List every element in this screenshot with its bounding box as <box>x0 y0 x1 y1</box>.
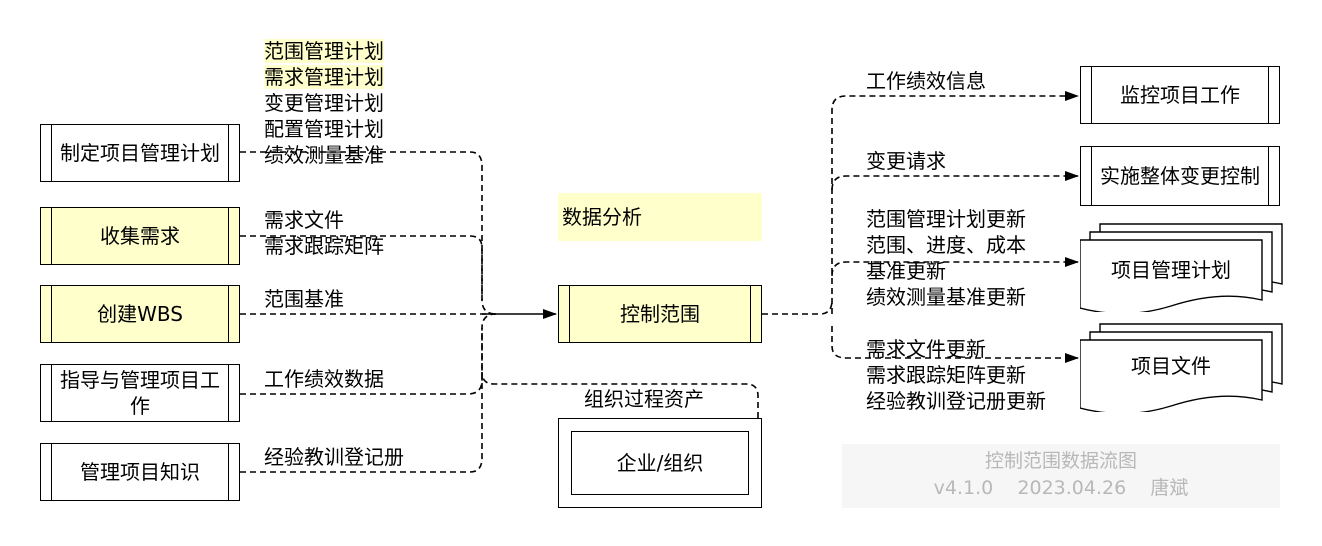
input-label: 范围管理计划 <box>264 39 384 63</box>
document-stack-project-docs: 项目文件 <box>1080 322 1284 412</box>
diagram-author: 唐斌 <box>1150 477 1189 499</box>
process-manage-knowledge: 管理项目知识 <box>40 443 240 501</box>
connector-plan-inputs <box>240 151 497 315</box>
process-collect-requirements: 收集需求 <box>40 207 240 265</box>
process-create-wbs: 创建WBS <box>40 285 240 343</box>
connector-to-change-control <box>831 171 1079 191</box>
input-label: 需求管理计划 <box>264 65 384 89</box>
process-develop-plan: 制定项目管理计划 <box>40 124 240 182</box>
process-monitor-work-label: 监控项目工作 <box>1120 83 1240 107</box>
enterprise-label: 企业/组织 <box>616 451 704 475</box>
process-monitor-work: 监控项目工作 <box>1080 66 1280 124</box>
output-label: 需求跟踪矩阵更新 <box>866 363 1026 387</box>
input-label: 配置管理计划 <box>264 117 384 141</box>
diagram-version: v4.1.0 <box>933 477 994 499</box>
center-process-label: 控制范围 <box>620 302 700 326</box>
diagram-date: 2023.04.26 <box>1017 477 1127 499</box>
input-label-group-requirements: 需求文件 需求跟踪矩阵 <box>264 207 384 259</box>
process-develop-plan-label: 制定项目管理计划 <box>60 141 220 165</box>
process-direct-manage-work: 指导与管理项目工作 <box>40 364 240 422</box>
document-stack-icon <box>1080 223 1283 312</box>
org-assets-container: 企业/组织 <box>558 418 762 508</box>
output-label-group-plan-updates: 范围管理计划更新 范围、进度、成本 基准更新 绩效测量基准更新 <box>866 206 1026 310</box>
process-integrated-change-control-label: 实施整体变更控制 <box>1100 164 1260 188</box>
connector-requirements-inputs <box>240 235 483 300</box>
output-label: 经验教训登记册更新 <box>866 389 1046 413</box>
output-label-group-doc-updates: 需求文件更新 需求跟踪矩阵更新 经验教训登记册更新 <box>866 336 1046 414</box>
process-integrated-change-control: 实施整体变更控制 <box>1080 146 1280 206</box>
org-assets-label: 组织过程资产 <box>584 387 704 411</box>
input-label-lessons: 经验教训登记册 <box>264 445 404 469</box>
input-label: 需求文件 <box>264 208 344 232</box>
output-label: 范围管理计划更新 <box>866 207 1026 231</box>
diagram-title: 控制范围数据流图 <box>984 450 1137 472</box>
document-stack-project-plan: 项目管理计划 <box>1080 222 1284 312</box>
process-collect-requirements-label: 收集需求 <box>100 224 180 248</box>
input-label: 绩效测量基准 <box>264 143 384 167</box>
output-label: 范围、进度、成本 <box>866 233 1026 257</box>
output-label-change-request: 变更请求 <box>866 149 946 173</box>
output-label: 需求文件更新 <box>866 337 986 361</box>
connector-lessons <box>240 328 483 473</box>
diagram-title-block: 控制范围数据流图 v4.1.0 2023.04.26 唐斌 <box>842 444 1280 508</box>
connector-to-docs <box>831 326 1079 363</box>
process-create-wbs-label: 创建WBS <box>97 302 183 326</box>
input-label: 变更管理计划 <box>264 91 384 115</box>
tools-label: 数据分析 <box>558 193 762 241</box>
input-label-work-data: 工作绩效数据 <box>264 367 384 391</box>
input-label-group-plan: 范围管理计划 需求管理计划 变更管理计划 配置管理计划 绩效测量基准 <box>264 38 384 168</box>
output-label-work-info: 工作绩效信息 <box>866 69 986 93</box>
process-manage-knowledge-label: 管理项目知识 <box>80 460 200 484</box>
connector-to-monitor <box>831 91 1079 314</box>
document-stack-label: 项目管理计划 <box>1111 257 1231 282</box>
output-label: 基准更新 <box>866 259 946 283</box>
process-direct-manage-work-label: 指导与管理项目工作 <box>60 368 220 418</box>
output-label: 绩效测量基准更新 <box>866 285 1026 309</box>
document-stack-label: 项目文件 <box>1131 353 1211 378</box>
document-stack-icon <box>1080 323 1283 412</box>
input-label-scope-baseline: 范围基准 <box>264 287 344 311</box>
input-label: 需求跟踪矩阵 <box>264 234 384 258</box>
connector-work-data <box>240 313 497 395</box>
connector-to-plan <box>831 257 1079 277</box>
connector-org-assets <box>481 371 759 418</box>
enterprise-box: 企业/组织 <box>571 431 749 495</box>
diagram-meta: v4.1.0 2023.04.26 唐斌 <box>842 475 1280 502</box>
center-process-control-scope: 控制范围 <box>558 285 762 343</box>
connector-center-out <box>762 299 833 315</box>
